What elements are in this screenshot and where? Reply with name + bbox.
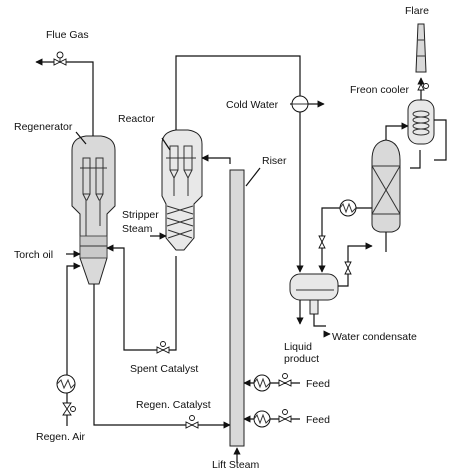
regen-air-line [66, 262, 81, 403]
stabilizer-column [371, 139, 401, 233]
flare-stack [415, 23, 427, 73]
flare-label: Flare [405, 5, 429, 17]
cooler-return-line [410, 150, 421, 169]
stripper-steam-label-1: Stripper [122, 209, 159, 221]
freon-loop-line [434, 119, 447, 161]
reactor-overhead-line [175, 55, 301, 130]
reactor-label: Reactor [118, 113, 155, 125]
feed-lower-valve [278, 409, 292, 423]
riser-column [229, 169, 245, 447]
water-condensate-label: Water condensate [332, 331, 417, 343]
regenerator-vessel [71, 135, 116, 285]
cold-water-condenser [291, 95, 309, 113]
reflux-heater [339, 199, 357, 217]
regen-air-valve [62, 402, 76, 416]
liquid-product-label-1: Liquid [284, 341, 312, 353]
flue-gas-valve [53, 51, 67, 66]
reflux-valve [318, 235, 326, 249]
riser-label: Riser [262, 155, 287, 167]
riser-label-leader [245, 167, 261, 187]
separator-gas-line [338, 242, 373, 287]
spent-catalyst-line [106, 244, 177, 351]
spent-catalyst-valve [156, 341, 170, 354]
regenerator-label: Regenerator [14, 121, 73, 133]
torch-oil-label: Torch oil [14, 249, 53, 261]
feed-lower-heater [253, 410, 271, 428]
feed-upper-heater [253, 374, 271, 392]
feed-upper-valve [278, 373, 292, 387]
regen-catalyst-label: Regen. Catalyst [136, 399, 211, 411]
lift-steam-label: Lift Steam [212, 459, 260, 471]
reactor-vessel [161, 129, 203, 251]
flare-valve [417, 82, 429, 91]
feed-lower-label: Feed [306, 414, 330, 426]
separator-gas-valve [344, 261, 352, 275]
freon-cooler-label: Freon cooler [350, 84, 409, 96]
regen-air-label: Regen. Air [36, 431, 86, 443]
stripper-steam-label-2: Steam [122, 223, 153, 235]
regen-catalyst-valve [185, 415, 199, 429]
riser-to-reactor-line [201, 154, 231, 164]
regen-air-heater [56, 374, 76, 394]
column-overhead-line [385, 122, 409, 140]
flue-gas-label: Flue Gas [46, 29, 89, 41]
spent-catalyst-label: Spent Catalyst [130, 363, 198, 375]
freon-cooler [407, 99, 435, 145]
liquid-product-label-2: product [284, 353, 319, 365]
separator-drum [289, 273, 339, 315]
feed-upper-label: Feed [306, 378, 330, 390]
regenerator-label-leader [75, 131, 87, 145]
reactor-label-leader [161, 137, 171, 151]
cold-water-label: Cold Water [226, 99, 279, 111]
water-condensate-line [313, 314, 326, 327]
regen-catalyst-line [93, 284, 231, 429]
